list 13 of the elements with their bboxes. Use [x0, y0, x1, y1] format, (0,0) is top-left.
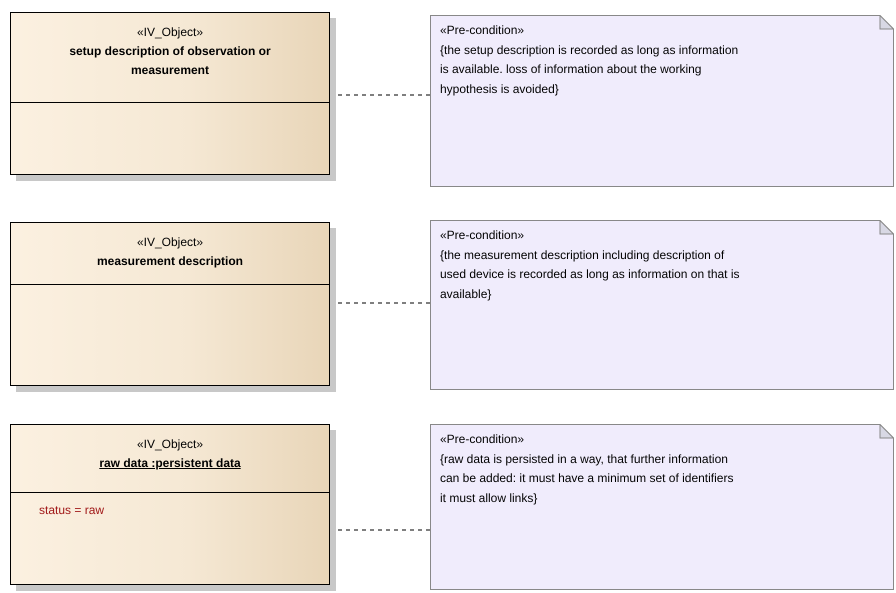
- note-text: {the setup description is recorded as long as information is available. loss of information about the working hypothesis is avoided}: [440, 42, 740, 98]
- stereotype-label: «Pre-condition»: [440, 431, 526, 448]
- stereotype-label: «IV_Object»: [136, 234, 204, 251]
- note-text: {raw data is persisted in a way, that further information can be added: it must have a minimum set of identifiers it must allow links}: [440, 450, 734, 506]
- stereotype-label: «Pre-condition»: [440, 227, 526, 244]
- class-name: measurement description: [96, 254, 244, 268]
- stereotype-label: «IV_Object»: [136, 24, 204, 41]
- stereotype-label: «Pre-condition»: [440, 22, 526, 39]
- class-name: setup description of observation or measurement: [69, 44, 271, 77]
- note-text: {the measurement description including description of used device is recorded as long as information on that is available}: [440, 246, 740, 302]
- class-name: raw data :persistent data: [99, 456, 241, 470]
- attribute-text: status = raw: [39, 503, 104, 517]
- stereotype-label: «IV_Object»: [136, 436, 204, 453]
